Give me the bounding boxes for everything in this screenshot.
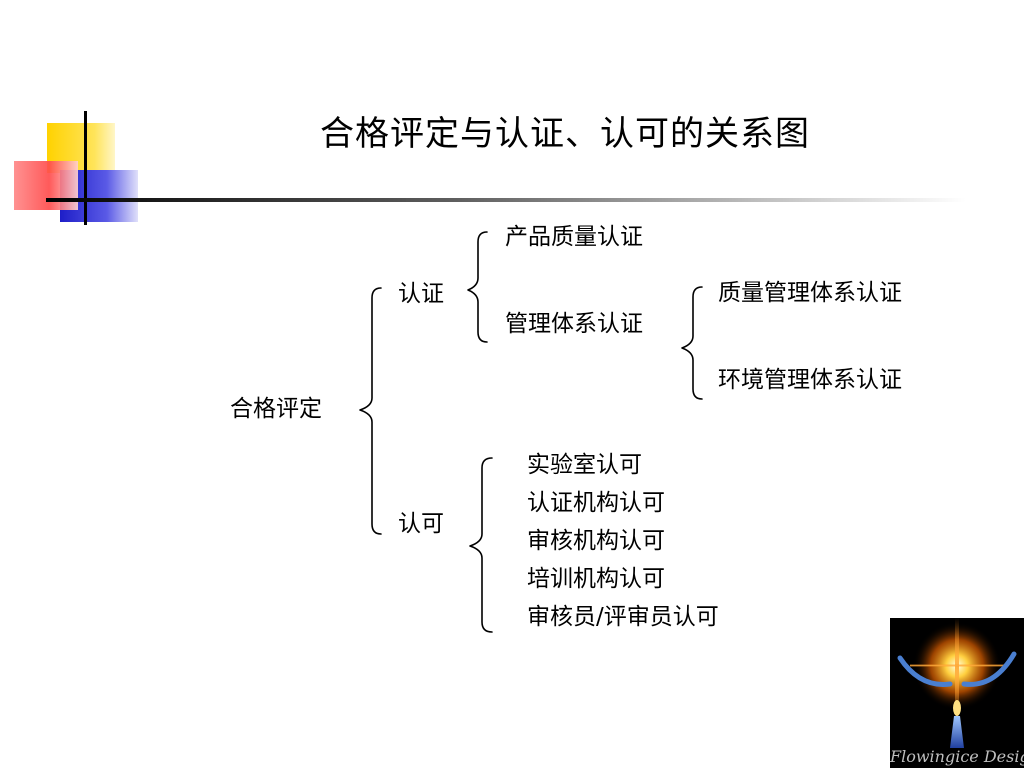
root-node: 合格评定 [230,396,322,422]
training-body-accreditation-node: 培训机构认可 [527,566,665,592]
certification-node: 认证 [398,281,444,307]
certification-bracket [467,231,488,343]
product-certification-node: 产品质量认证 [505,224,643,250]
auditor-accreditation-node: 审核员/评审员认可 [527,604,719,630]
accreditation-node: 认可 [398,511,444,537]
certification-body-accreditation-node: 认证机构认可 [527,490,665,516]
flowingice-logo: Flowingice Design [890,618,1024,768]
audit-body-accreditation-node: 审核机构认可 [527,528,665,554]
management-bracket [681,286,703,400]
vertical-accent-line [84,111,87,225]
quality-management-node: 质量管理体系认证 [718,280,902,306]
header-rule [46,198,966,202]
root-bracket [359,287,382,535]
laboratory-accreditation-node: 实验室认可 [527,452,642,478]
accreditation-bracket [469,457,493,633]
flame-icon [897,618,1017,748]
environment-management-node: 环境管理体系认证 [718,367,902,393]
management-certification-node: 管理体系认证 [505,311,643,337]
page-title: 合格评定与认证、认可的关系图 [320,114,810,154]
logo-text: Flowingice Design [890,747,1024,766]
